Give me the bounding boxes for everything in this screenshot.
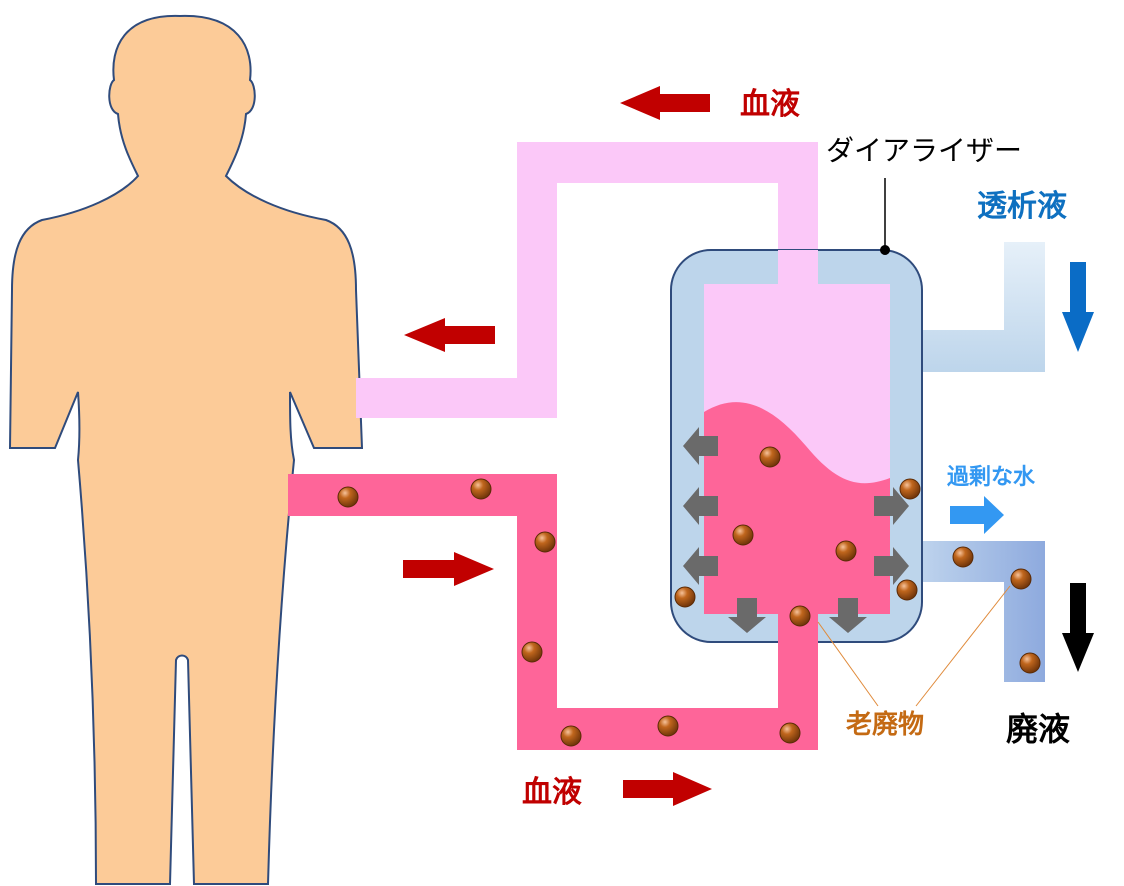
waste-particle-icon [896, 579, 918, 601]
waste-particle-icon [899, 478, 921, 500]
diffusion-arrow [683, 427, 718, 465]
return-blood-line [356, 142, 818, 418]
diffusion-arrow [874, 547, 909, 585]
waste-particle-icon [1010, 568, 1032, 590]
waste-liquid-label: 廃液 [1006, 710, 1070, 748]
dialyzer-inlet-connector [778, 250, 818, 286]
waste-particle-icon [789, 605, 811, 627]
blood-flow-right-arrow-icon [403, 552, 494, 586]
diffusion-arrow [683, 547, 718, 585]
waste-particles [337, 446, 1041, 747]
diffusion-arrow [874, 487, 909, 525]
dialyzer-label: ダイアライザー [826, 134, 1022, 167]
waste-particle-icon [835, 540, 857, 562]
waste-down-arrow-icon [1062, 583, 1094, 672]
blood-flow-right-arrow-icon [623, 772, 712, 806]
waste-particle-icon [560, 725, 582, 747]
waste-particle-icon [470, 478, 492, 500]
diffusion-arrows [683, 427, 909, 633]
dialysate-down-arrow-icon [1062, 262, 1094, 352]
excess-water-arrow-icon [950, 496, 1004, 534]
dialysate-inlet-pipe [918, 242, 1045, 372]
waste-leader-line [915, 585, 1011, 707]
human-silhouette-icon [8, 14, 364, 885]
waste-particle-icon [759, 446, 781, 468]
diffusion-arrow [683, 487, 718, 525]
waste-products-label: 老廃物 [846, 709, 924, 740]
waste-particle-icon [657, 715, 679, 737]
blood-label-top: 血液 [740, 87, 800, 122]
waste-particle-icon [1019, 652, 1041, 674]
waste-particle-icon [779, 722, 801, 744]
waste-leader-line [817, 621, 879, 707]
waste-particle-icon [534, 531, 556, 553]
waste-particle-icon [521, 641, 543, 663]
waste-particle-icon [337, 486, 359, 508]
supply-blood-line [288, 474, 818, 750]
diffusion-arrow [728, 598, 766, 633]
blood-label-bottom: 血液 [522, 775, 582, 810]
blood-flow-left-arrow-icon [404, 318, 495, 352]
diffusion-arrow [829, 598, 867, 633]
waste-outlet-pipe [894, 541, 1045, 682]
waste-particle-icon [732, 524, 754, 546]
waste-particle-icon [952, 546, 974, 568]
dialysate-label: 透析液 [977, 189, 1067, 224]
waste-particle-icon [674, 586, 696, 608]
dialyzer-leader-dot [880, 245, 890, 255]
excess-water-label: 過剰な水 [947, 464, 1036, 490]
blood-flow-left-arrow-icon [620, 86, 710, 120]
